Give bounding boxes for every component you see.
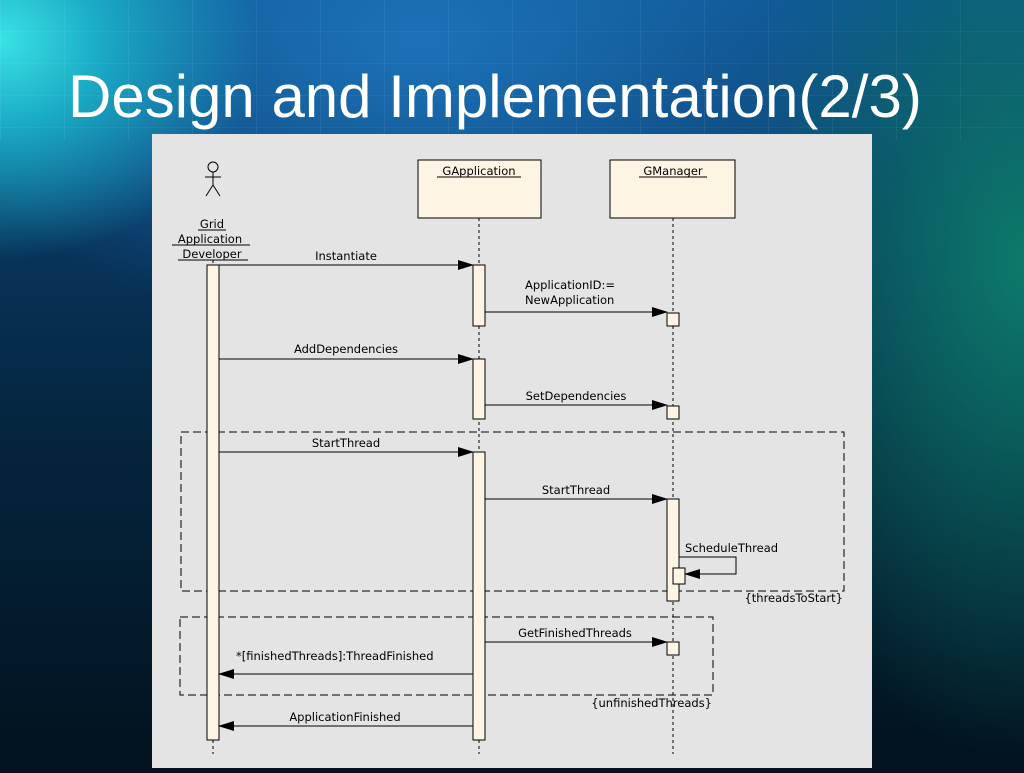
actor-label-line-3: Developer	[182, 247, 241, 261]
message-threadfinished-label: *[finishedThreads]:ThreadFinished	[236, 649, 434, 663]
message-setdependencies-label: SetDependencies	[526, 389, 627, 403]
activation-gapplication-instantiate	[472, 264, 486, 327]
message-adddependencies-label: AddDependencies	[294, 342, 398, 356]
message-adddependencies: AddDependencies	[219, 342, 474, 364]
loop-guard-unfinished-threads: {unfinishedThreads}	[591, 696, 712, 710]
actor-grid-application-developer: Grid Application Developer	[172, 161, 250, 261]
activation-gapplication-startthread	[472, 451, 486, 741]
message-applicationfinished: ApplicationFinished	[218, 710, 473, 731]
sequence-diagram: Grid Application Developer GApplication …	[172, 159, 845, 754]
activation-gmanager-getfinishedthreads	[666, 641, 680, 656]
object-gmanager: GManager	[609, 159, 736, 219]
object-gapplication-label: GApplication	[442, 164, 515, 178]
message-schedulethread: ScheduleThread	[679, 541, 778, 579]
activation-gmanager-schedulethread	[672, 567, 686, 585]
message-instantiate-label: Instantiate	[315, 249, 377, 263]
message-getfinishedthreads: GetFinishedThreads	[485, 626, 668, 647]
diagram-panel: Grid Application Developer GApplication …	[152, 134, 872, 768]
actor-label-line-2: Application	[178, 232, 242, 246]
message-schedulethread-label: ScheduleThread	[685, 541, 778, 555]
activation-gmanager-startthread	[666, 498, 680, 602]
activation-gmanager-newapplication	[666, 312, 680, 327]
stick-figure-icon	[205, 161, 221, 197]
activation-gmanager-setdependencies	[666, 405, 680, 420]
message-setdependencies: SetDependencies	[485, 389, 668, 410]
background-grid-decoration	[0, 0, 1024, 140]
slide-title: Design and Implementation(2/3)	[68, 63, 922, 130]
message-instantiate: Instantiate	[219, 249, 474, 270]
activation-actor	[206, 264, 220, 741]
message-newapplication: ApplicationID:= NewApplication	[485, 278, 668, 317]
message-startthread-to-gmanager-label: StartThread	[542, 483, 610, 497]
message-startthread-to-gmanager: StartThread	[485, 483, 668, 504]
loop-frame-threads-to-start	[180, 431, 845, 592]
activation-gapplication-adddependencies	[472, 358, 486, 420]
loop-frame-unfinished-threads	[179, 616, 714, 696]
object-gapplication: GApplication	[417, 159, 542, 219]
object-gmanager-label: GManager	[643, 164, 703, 178]
loop-guard-threads-to-start: {threadsToStart}	[744, 591, 843, 605]
message-startthread-to-gapplication: StartThread	[219, 436, 474, 457]
actor-label-line-1: Grid	[200, 217, 224, 231]
message-newapplication-label-line-1: ApplicationID:=	[525, 278, 615, 292]
message-applicationfinished-label: ApplicationFinished	[289, 710, 400, 724]
message-getfinishedthreads-label: GetFinishedThreads	[518, 626, 632, 640]
message-startthread-to-gapplication-label: StartThread	[312, 436, 380, 450]
message-threadfinished: *[finishedThreads]:ThreadFinished	[218, 649, 473, 679]
message-newapplication-label-line-2: NewApplication	[525, 293, 614, 307]
